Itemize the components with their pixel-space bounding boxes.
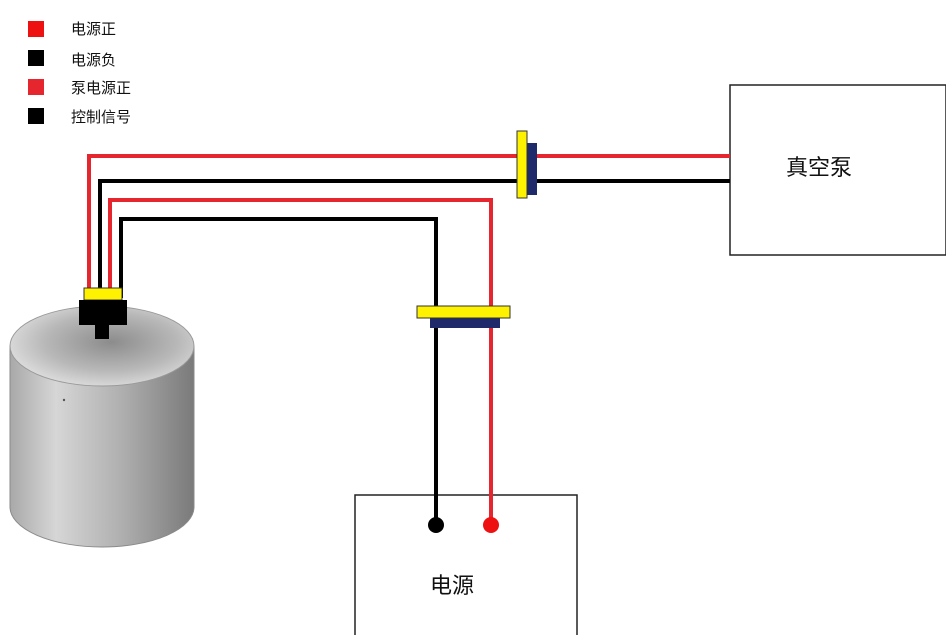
terminal-positive-icon bbox=[483, 517, 499, 533]
wire-control-signal bbox=[119, 217, 438, 522]
pump-connector bbox=[516, 130, 537, 199]
legend-swatch bbox=[28, 79, 44, 95]
legend-label: 泵电源正 bbox=[71, 79, 132, 97]
legend-label: 电源正 bbox=[71, 20, 117, 38]
vacuum-pump-label: 真空泵 bbox=[786, 156, 853, 181]
wire-power-positive bbox=[87, 154, 730, 298]
legend-label: 控制信号 bbox=[71, 108, 132, 126]
terminal-negative-icon bbox=[428, 517, 444, 533]
legend-swatch bbox=[28, 50, 44, 66]
wire-pump-positive bbox=[108, 198, 493, 522]
legend-label: 电源负 bbox=[71, 51, 117, 69]
vacuum-pump-box bbox=[729, 84, 946, 256]
legend-swatch bbox=[28, 108, 44, 124]
tank-icon bbox=[9, 305, 195, 548]
power-supply-label: 电源 bbox=[430, 574, 475, 599]
power-connector bbox=[416, 305, 511, 328]
legend-swatch bbox=[28, 21, 44, 37]
tank-connector bbox=[79, 287, 127, 339]
power-supply-box bbox=[354, 494, 578, 635]
